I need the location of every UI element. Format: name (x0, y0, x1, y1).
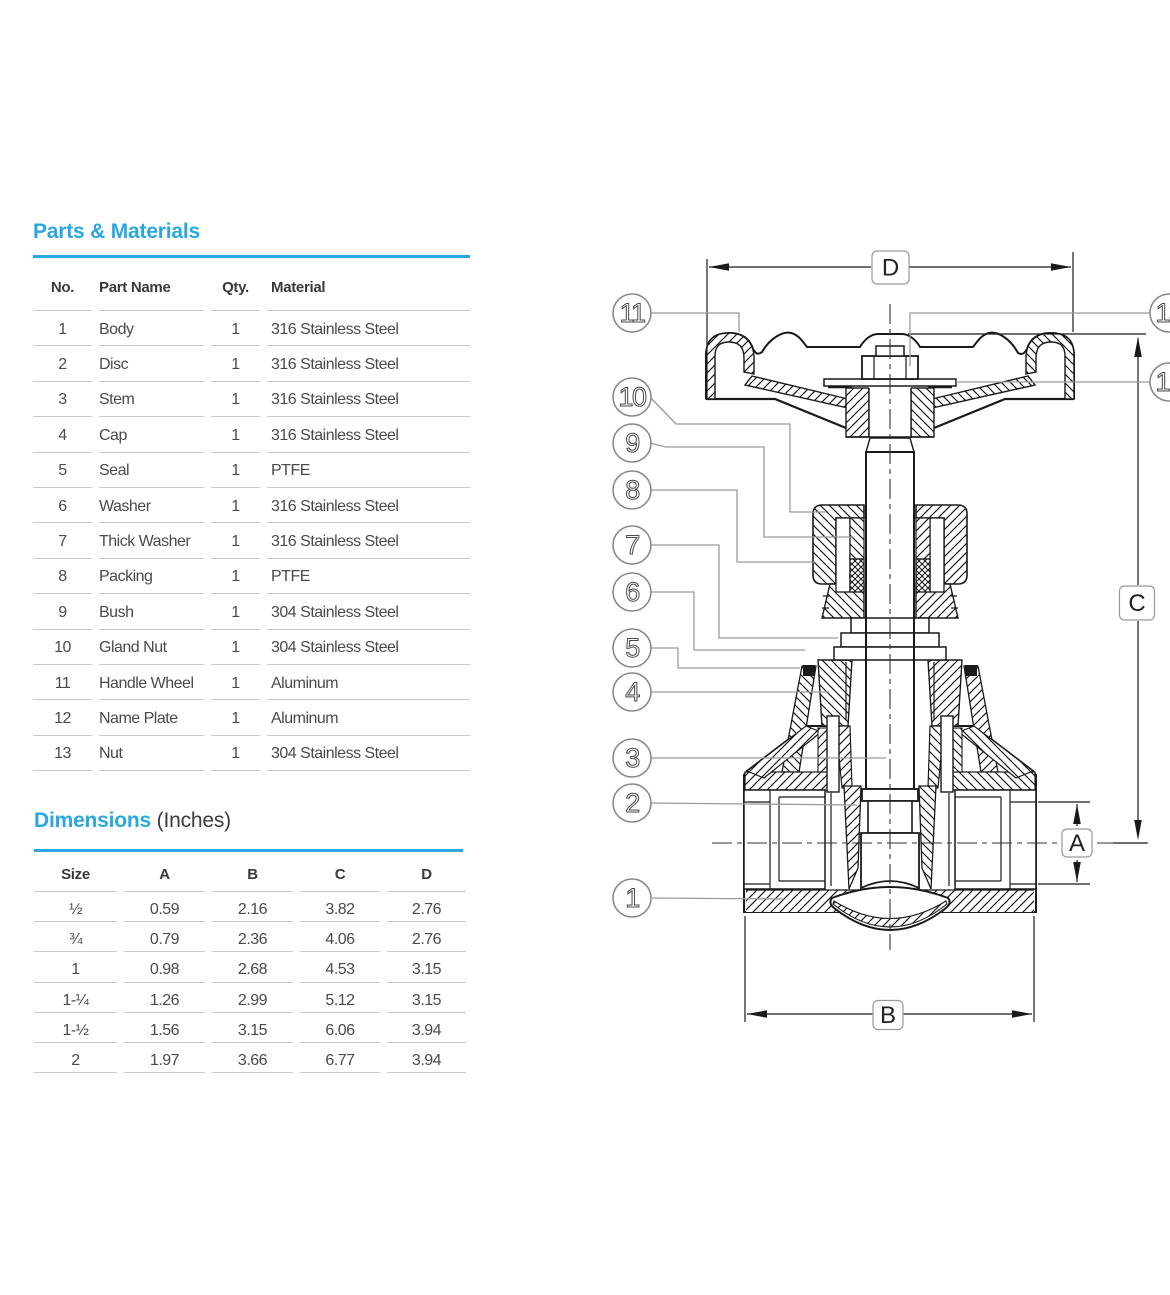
svg-text:1: 1 (625, 883, 639, 913)
svg-text:12: 12 (1155, 367, 1170, 397)
svg-text:4: 4 (625, 677, 640, 707)
svg-text:D: D (882, 255, 899, 282)
svg-text:6: 6 (625, 577, 639, 607)
svg-text:3: 3 (625, 743, 639, 773)
svg-text:C: C (1128, 590, 1145, 617)
svg-text:9: 9 (625, 428, 639, 458)
svg-text:B: B (880, 1002, 896, 1029)
svg-text:5: 5 (625, 633, 639, 663)
svg-text:8: 8 (625, 475, 639, 505)
svg-text:13: 13 (1155, 298, 1170, 328)
svg-text:10: 10 (618, 382, 646, 412)
svg-text:7: 7 (625, 530, 639, 560)
svg-text:11: 11 (619, 298, 645, 328)
svg-text:2: 2 (625, 788, 639, 818)
svg-text:A: A (1069, 830, 1085, 857)
